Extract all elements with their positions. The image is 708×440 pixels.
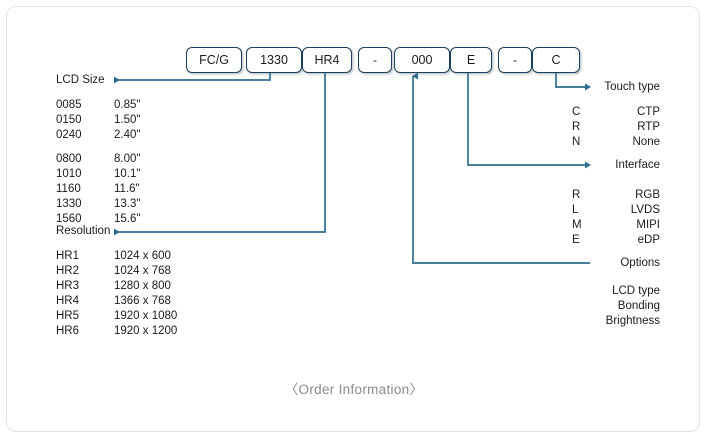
lcd-size-value: 11.6": [114, 183, 140, 195]
touch-type-value: CTP: [637, 106, 660, 118]
segment-touch-type[interactable]: C: [532, 47, 580, 73]
resolution-code: HR4: [56, 295, 80, 307]
lcd-size-value: 1.50": [114, 114, 141, 126]
interface-header: Interface: [615, 159, 660, 171]
interface-code: E: [572, 234, 580, 246]
touch-type-value: None: [632, 136, 661, 148]
interface-value: eDP: [637, 234, 660, 246]
lcd-size-code: 0800: [56, 153, 82, 165]
interface-code: R: [572, 189, 581, 201]
resolution-value: 1920 x 1200: [114, 325, 178, 337]
lcd-size-value: 0.85": [114, 99, 141, 111]
segment-dash-1[interactable]: -: [358, 47, 392, 73]
resolution-value: 1366 x 768: [114, 295, 171, 307]
touch-type-code: N: [572, 136, 581, 148]
resolution-code: HR2: [56, 265, 80, 277]
segment-interface[interactable]: E: [450, 47, 492, 73]
resolution-value: 1920 x 1080: [114, 310, 178, 322]
segment-lcd-size[interactable]: 1330: [246, 47, 302, 73]
options-value: Brightness: [605, 315, 660, 327]
lcd-size-code: 0085: [56, 99, 82, 111]
resolution-code: HR5: [56, 310, 80, 322]
lcd-size-code: 1560: [56, 213, 82, 225]
interface-value: LVDS: [630, 204, 660, 216]
resolution-code: HR3: [56, 280, 80, 292]
resolution-value: 1024 x 768: [114, 265, 171, 277]
lcd-size-code: 0150: [56, 114, 82, 126]
lcd-size-code: 0240: [56, 129, 82, 141]
resolution-value: 1280 x 800: [114, 280, 171, 292]
left-legend: LCD Size 0085 0.85" 0150 1.50" 0240 2.40…: [56, 0, 256, 440]
touch-type-header: Touch type: [604, 81, 660, 93]
lcd-size-code: 1160: [56, 183, 81, 195]
lcd-size-code: 1330: [56, 198, 82, 210]
interface-value: MIPI: [636, 219, 660, 231]
right-legend: Touch type C CTP R RTP N None Interface …: [534, 0, 660, 440]
lcd-size-header: LCD Size: [56, 74, 105, 86]
lcd-size-value: 10.1": [114, 168, 141, 180]
resolution-header: Resolution: [56, 225, 111, 237]
interface-code: L: [572, 204, 579, 216]
lcd-size-value: 2.40": [114, 129, 141, 141]
lcd-size-value: 13.3": [114, 198, 141, 210]
segment-series[interactable]: FC/G: [186, 47, 242, 73]
lcd-size-code: 1010: [56, 168, 82, 180]
lcd-size-value: 15.6": [114, 213, 141, 225]
lcd-size-value: 8.00": [114, 153, 141, 165]
diagram-caption: 〈Order Information〉: [284, 382, 424, 397]
touch-type-code: C: [572, 106, 581, 118]
segment-dash-2[interactable]: -: [498, 47, 532, 73]
resolution-code: HR6: [56, 325, 80, 337]
segment-resolution[interactable]: HR4: [302, 47, 352, 73]
resolution-value: 1024 x 600: [114, 250, 171, 262]
options-value: LCD type: [612, 285, 660, 297]
touch-type-value: RTP: [637, 121, 660, 133]
options-header: Options: [620, 257, 660, 269]
interface-value: RGB: [635, 189, 660, 201]
touch-type-code: R: [572, 121, 581, 133]
interface-code: M: [572, 219, 582, 231]
options-value: Bonding: [617, 300, 660, 312]
segment-options[interactable]: 000: [394, 47, 450, 73]
resolution-code: HR1: [56, 250, 80, 262]
